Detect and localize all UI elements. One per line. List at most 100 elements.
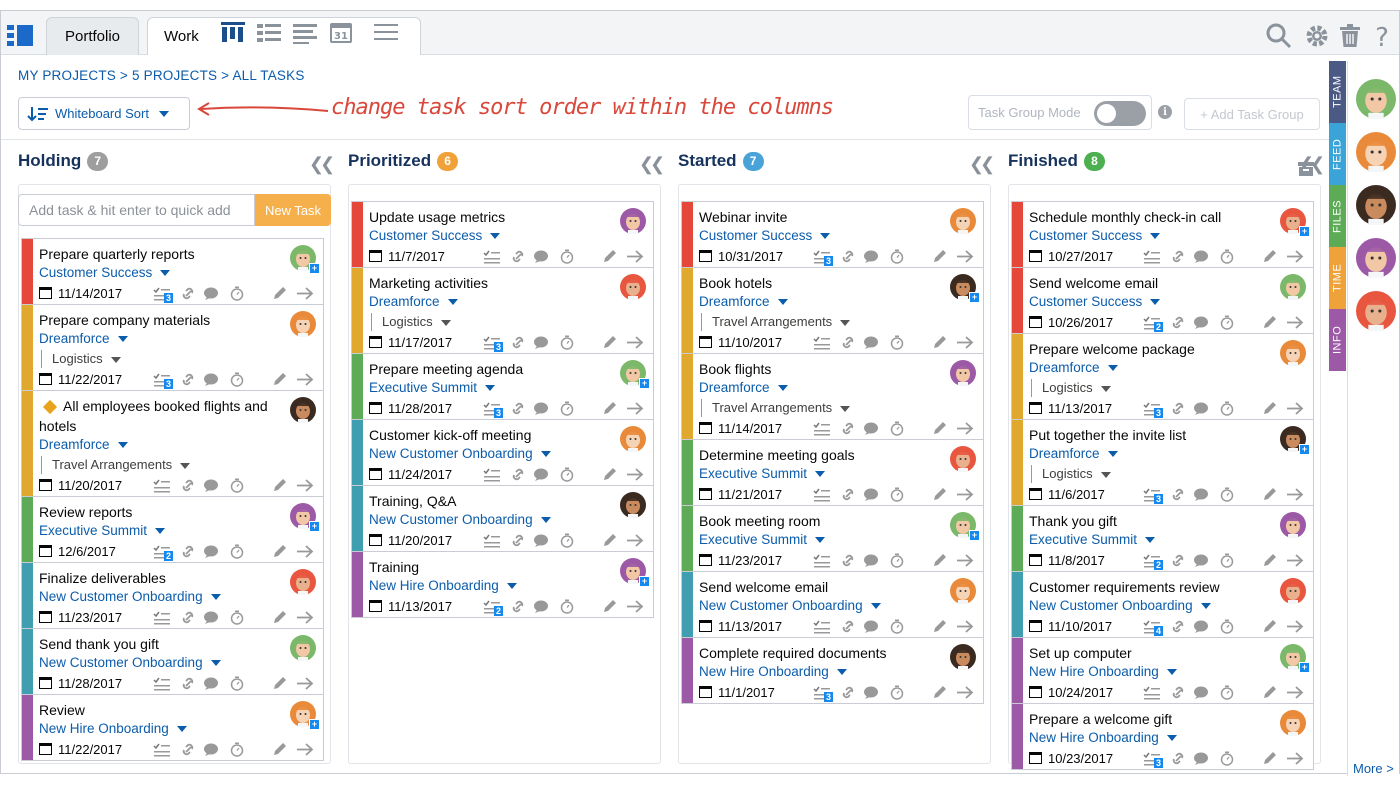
move-arrow-icon[interactable] bbox=[1286, 315, 1304, 330]
move-arrow-icon[interactable] bbox=[626, 401, 644, 416]
link-icon[interactable] bbox=[839, 685, 857, 700]
timer-icon[interactable] bbox=[228, 742, 246, 757]
due-date[interactable]: 12/6/2017 bbox=[58, 543, 116, 559]
link-icon[interactable] bbox=[839, 487, 857, 502]
task-name[interactable]: Prepare company materials bbox=[39, 305, 323, 330]
checklist-icon[interactable] bbox=[813, 335, 831, 350]
move-arrow-icon[interactable] bbox=[1286, 553, 1304, 568]
comments-icon[interactable] bbox=[1193, 487, 1211, 502]
checklist-icon[interactable] bbox=[153, 610, 171, 625]
link-icon[interactable] bbox=[179, 742, 197, 757]
edit-icon[interactable] bbox=[931, 487, 949, 502]
avatar[interactable] bbox=[1280, 710, 1306, 736]
board-view-icon[interactable] bbox=[220, 19, 246, 45]
project-selector[interactable]: Customer Success bbox=[39, 264, 323, 282]
task-card[interactable]: + Put together the invite list Dreamforc… bbox=[1012, 420, 1313, 506]
task-name[interactable]: Thank you gift bbox=[1029, 506, 1313, 531]
project-selector[interactable]: New Customer Onboarding bbox=[699, 597, 983, 615]
edit-icon[interactable] bbox=[601, 249, 619, 264]
edit-icon[interactable] bbox=[601, 467, 619, 482]
edit-icon[interactable] bbox=[931, 421, 949, 436]
move-arrow-icon[interactable] bbox=[1286, 619, 1304, 634]
edit-icon[interactable] bbox=[271, 286, 289, 301]
checklist-icon[interactable] bbox=[813, 249, 831, 264]
move-arrow-icon[interactable] bbox=[956, 553, 974, 568]
due-date[interactable]: 11/13/2017 bbox=[1048, 400, 1113, 416]
link-icon[interactable] bbox=[509, 249, 527, 264]
add-assignee-icon[interactable]: + bbox=[969, 292, 980, 303]
avatar[interactable] bbox=[1280, 274, 1306, 300]
edit-icon[interactable] bbox=[601, 401, 619, 416]
edit-icon[interactable] bbox=[271, 676, 289, 691]
checklist-icon[interactable] bbox=[153, 544, 171, 559]
add-task-group-button[interactable]: + Add Task Group bbox=[1184, 98, 1320, 130]
more-link[interactable]: More > bbox=[1353, 761, 1394, 776]
comments-icon[interactable] bbox=[533, 335, 551, 350]
timer-icon[interactable] bbox=[1218, 553, 1236, 568]
link-icon[interactable] bbox=[179, 478, 197, 493]
comments-icon[interactable] bbox=[533, 401, 551, 416]
task-group-selector[interactable]: Travel Arrangements bbox=[701, 399, 851, 417]
timer-icon[interactable] bbox=[228, 676, 246, 691]
checklist-icon[interactable] bbox=[1143, 619, 1161, 634]
add-assignee-icon[interactable]: + bbox=[1299, 226, 1310, 237]
checklist-icon[interactable] bbox=[813, 421, 831, 436]
move-arrow-icon[interactable] bbox=[296, 286, 314, 301]
timer-icon[interactable] bbox=[888, 421, 906, 436]
project-selector[interactable]: Customer Success bbox=[1029, 293, 1313, 311]
task-name[interactable]: Prepare meeting agenda bbox=[369, 354, 653, 379]
project-selector[interactable]: Executive Summit bbox=[699, 465, 983, 483]
task-card[interactable]: All employees booked flights and hotels … bbox=[22, 391, 323, 497]
checklist-icon[interactable] bbox=[1143, 249, 1161, 264]
link-icon[interactable] bbox=[839, 421, 857, 436]
comments-icon[interactable] bbox=[1193, 401, 1211, 416]
add-assignee-icon[interactable]: + bbox=[309, 521, 320, 532]
task-name[interactable]: Customer kick-off meeting bbox=[369, 420, 653, 445]
side-tab-time[interactable]: TIME bbox=[1329, 247, 1346, 309]
task-card[interactable]: Prepare a welcome gift New Hire Onboardi… bbox=[1012, 704, 1313, 769]
project-selector[interactable]: New Hire Onboarding bbox=[699, 663, 983, 681]
avatar[interactable] bbox=[950, 446, 976, 472]
edit-icon[interactable] bbox=[1261, 487, 1279, 502]
avatar[interactable] bbox=[620, 274, 646, 300]
task-name[interactable]: Complete required documents bbox=[699, 638, 983, 663]
task-card[interactable]: Customer kick-off meeting New Customer O… bbox=[352, 420, 653, 486]
checklist-icon[interactable] bbox=[813, 487, 831, 502]
checklist-icon[interactable] bbox=[1143, 685, 1161, 700]
task-card[interactable]: Send welcome email New Customer Onboardi… bbox=[682, 572, 983, 638]
task-name[interactable]: Schedule monthly check-in call bbox=[1029, 202, 1313, 227]
edit-icon[interactable] bbox=[931, 685, 949, 700]
move-arrow-icon[interactable] bbox=[1286, 685, 1304, 700]
due-date[interactable]: 11/22/2017 bbox=[58, 371, 123, 387]
project-selector[interactable]: Executive Summit bbox=[1029, 531, 1313, 549]
task-card[interactable]: Webinar invite Customer Success 10/31/20… bbox=[682, 202, 983, 268]
task-name[interactable]: Send thank you gift bbox=[39, 629, 323, 654]
add-assignee-icon[interactable]: + bbox=[309, 263, 320, 274]
timer-icon[interactable] bbox=[888, 335, 906, 350]
comments-icon[interactable] bbox=[863, 553, 881, 568]
link-icon[interactable] bbox=[509, 335, 527, 350]
comments-icon[interactable] bbox=[863, 685, 881, 700]
checklist-icon[interactable] bbox=[813, 553, 831, 568]
task-group-selector[interactable]: Travel Arrangements bbox=[701, 313, 851, 331]
due-date[interactable]: 11/21/2017 bbox=[718, 486, 783, 502]
link-icon[interactable] bbox=[839, 249, 857, 264]
timer-icon[interactable] bbox=[558, 467, 576, 482]
due-date[interactable]: 11/20/2017 bbox=[388, 532, 453, 548]
link-icon[interactable] bbox=[1169, 685, 1187, 700]
project-selector[interactable]: Dreamforce bbox=[39, 436, 323, 454]
quick-add-input[interactable] bbox=[18, 194, 255, 226]
due-date[interactable]: 11/17/2017 bbox=[388, 334, 453, 350]
task-card[interactable]: Update usage metrics Customer Success 11… bbox=[352, 202, 653, 268]
due-date[interactable]: 11/6/2017 bbox=[1048, 486, 1105, 502]
avatar[interactable] bbox=[290, 311, 316, 337]
link-icon[interactable] bbox=[1169, 315, 1187, 330]
link-icon[interactable] bbox=[839, 619, 857, 634]
edit-icon[interactable] bbox=[271, 544, 289, 559]
link-icon[interactable] bbox=[509, 467, 527, 482]
edit-icon[interactable] bbox=[931, 553, 949, 568]
task-card[interactable]: Send thank you gift New Customer Onboard… bbox=[22, 629, 323, 695]
due-date[interactable]: 11/23/2017 bbox=[718, 552, 783, 568]
timer-icon[interactable] bbox=[1218, 315, 1236, 330]
project-selector[interactable]: Executive Summit bbox=[699, 531, 983, 549]
